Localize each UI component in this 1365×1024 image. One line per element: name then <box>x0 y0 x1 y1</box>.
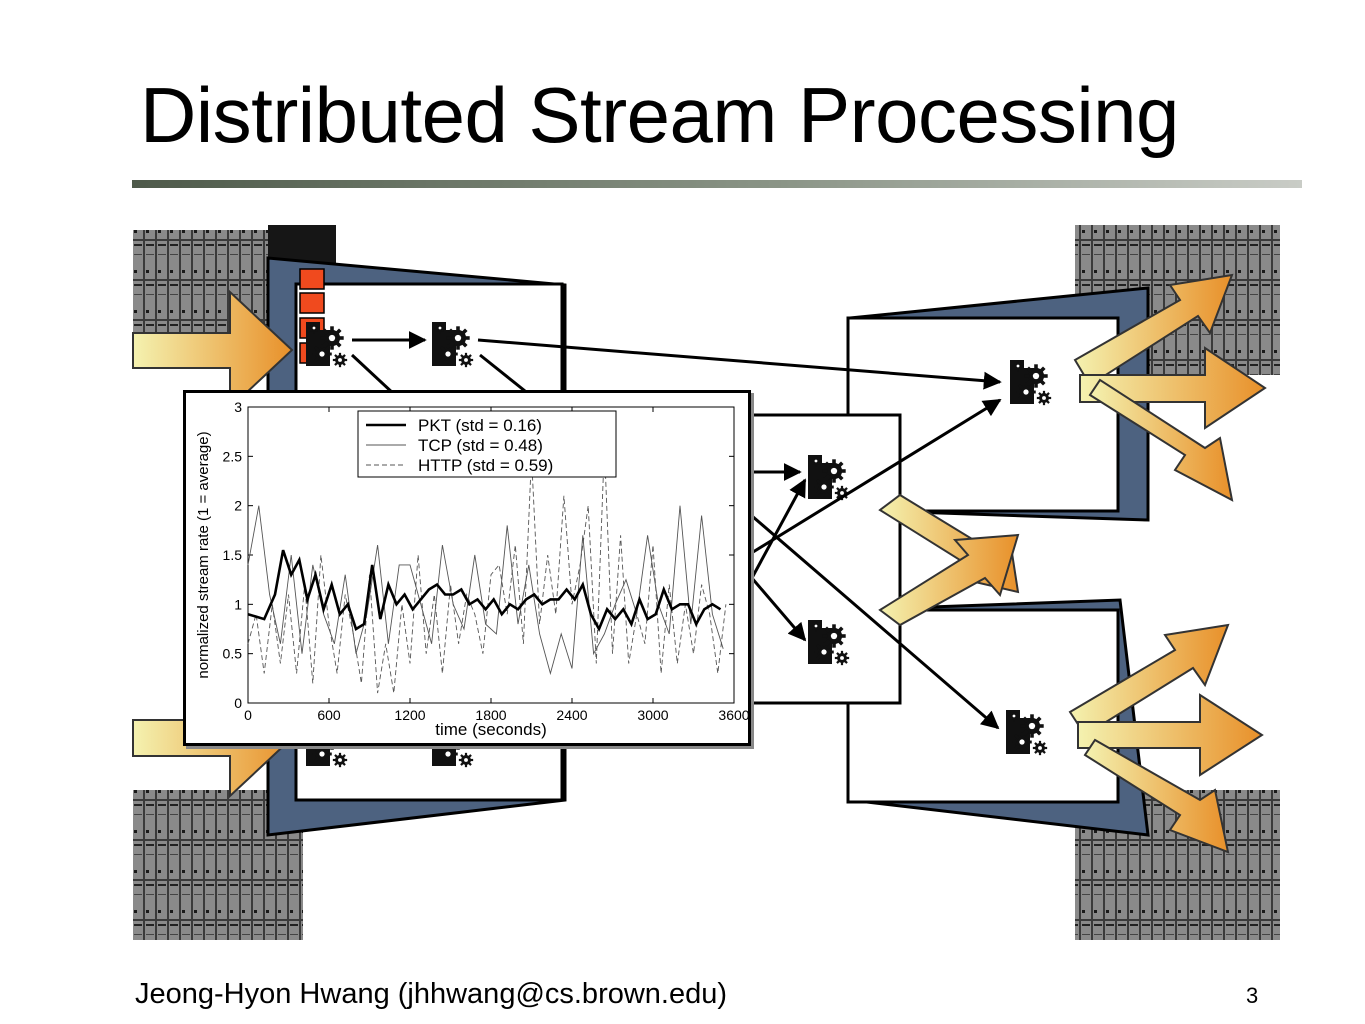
slide-title: Distributed Stream Processing <box>140 71 1179 159</box>
y-tick-label: 0.5 <box>223 646 243 662</box>
footer-author: Jeong-Hyon Hwang (jhhwang@cs.brown.edu) <box>135 978 728 1010</box>
legend-box <box>357 410 617 478</box>
legend-entry: HTTP (std = 0.59) <box>418 456 553 475</box>
data-arrow-icon <box>1068 623 1264 854</box>
series-line-2 <box>247 446 727 694</box>
x-tick-label: 1800 <box>475 707 506 723</box>
y-axis-label: normalized stream rate (1 = average) <box>195 431 212 678</box>
line-chart: 0 600 1200 1800 2400 3000 3600 0 0.5 1 1.5 2 2.5 3 PK… <box>195 399 750 739</box>
y-tick-label: 2 <box>234 498 242 514</box>
title-underline <box>132 180 1302 188</box>
stream-rate-chart: 0 600 1200 1800 2400 3000 3600 0 0.5 1 1.5 2 2.5 3 PK… <box>183 390 751 746</box>
y-tick-label: 1 <box>234 596 242 612</box>
x-axis-label: time (seconds) <box>435 720 546 739</box>
x-tick-label: 3600 <box>718 707 748 723</box>
data-arrow-icon <box>1073 273 1267 502</box>
legend-entry: TCP (std = 0.48) <box>418 436 543 455</box>
y-tick-label: 2.5 <box>223 448 243 464</box>
page-number: 3 <box>1246 983 1259 1008</box>
series-line-1 <box>247 505 724 676</box>
data-arrow-icon <box>132 289 294 411</box>
x-tick-label: 0 <box>244 707 252 723</box>
y-tick-label: 1.5 <box>223 547 243 563</box>
processing-node-right-bottom <box>846 608 1120 804</box>
series-line-0 <box>247 549 722 633</box>
x-tick-label: 600 <box>317 707 341 723</box>
x-tick-label: 2400 <box>556 707 587 723</box>
y-tick-label: 0 <box>234 695 242 711</box>
y-tick-label: 3 <box>234 399 242 415</box>
stream-connections <box>350 331 1002 730</box>
legend-entry: PKT (std = 0.16) <box>418 416 542 435</box>
x-tick-label: 1200 <box>394 707 425 723</box>
data-arrow-icon <box>878 493 1020 627</box>
x-tick-label: 3000 <box>637 707 668 723</box>
